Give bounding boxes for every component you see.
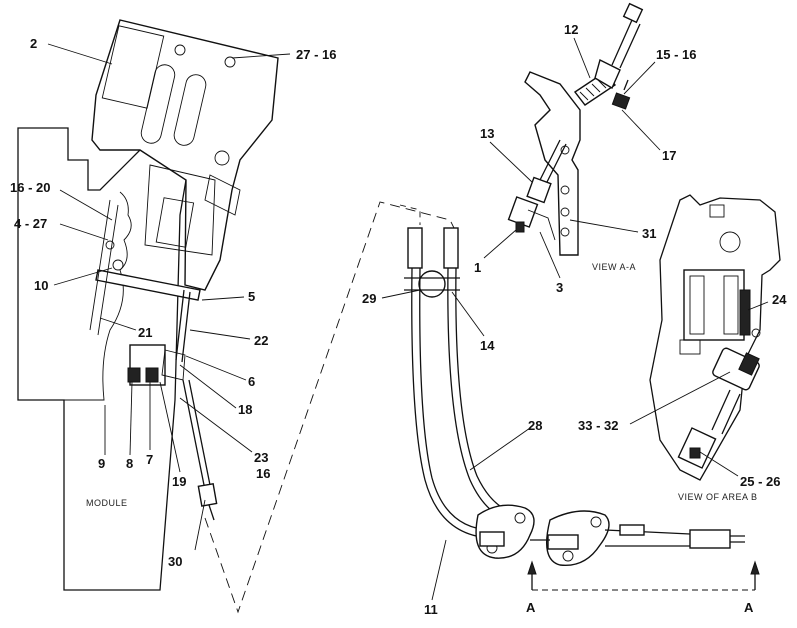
callout-11: 11 — [424, 602, 438, 617]
callout-8: 8 — [126, 456, 133, 471]
callout-22: 22 — [254, 333, 268, 348]
callout-23: 23 — [254, 450, 268, 465]
callout-33-32: 33 - 32 — [578, 418, 618, 433]
callout-5: 5 — [248, 289, 255, 304]
callout-21: 21 — [138, 325, 152, 340]
view-a-a: VIEW A-A — [507, 2, 644, 272]
callout-12: 12 — [564, 22, 578, 37]
callout-16-20: 16 - 20 — [10, 180, 50, 195]
callout-labels: 2 27 - 16 16 - 20 4 - 27 10 21 5 22 6 18… — [10, 22, 787, 617]
callout-16: 16 — [256, 466, 270, 481]
callout-24: 24 — [772, 292, 787, 307]
caption-view-aa: VIEW A-A — [592, 262, 636, 272]
caption-module: MODULE — [86, 498, 128, 508]
callout-31: 31 — [642, 226, 656, 241]
callout-17: 17 — [662, 148, 676, 163]
callout-3: 3 — [556, 280, 563, 295]
callout-27-16: 27 - 16 — [296, 47, 336, 62]
callout-1: 1 — [474, 260, 481, 275]
view-area-b: VIEW OF AREA B — [649, 194, 781, 502]
center-leader-lines — [381, 289, 531, 601]
callout-9: 9 — [98, 456, 105, 471]
callout-4-27: 4 - 27 — [14, 216, 47, 231]
left-leader-lines — [47, 43, 291, 551]
callout-25-26: 25 - 26 — [740, 474, 780, 489]
callout-10: 10 — [34, 278, 48, 293]
callout-13: 13 — [480, 126, 494, 141]
cable-assembly — [404, 227, 760, 591]
callout-6: 6 — [248, 374, 255, 389]
callout-a-right: A — [744, 600, 754, 615]
callout-18: 18 — [238, 402, 252, 417]
callout-14: 14 — [480, 338, 495, 353]
callout-2: 2 — [30, 36, 37, 51]
callout-19: 19 — [172, 474, 186, 489]
callout-28: 28 — [528, 418, 542, 433]
callout-15-16: 15 - 16 — [656, 47, 696, 62]
callout-30: 30 — [168, 554, 182, 569]
callout-a-left: A — [526, 600, 536, 615]
left-module-assembly: MODULE — [17, 19, 456, 614]
view-b-leader-lines — [629, 301, 769, 477]
view-aa-leader-lines — [483, 37, 661, 279]
callout-7: 7 — [146, 452, 153, 467]
callout-29: 29 — [362, 291, 376, 306]
caption-view-area-b: VIEW OF AREA B — [678, 492, 758, 502]
